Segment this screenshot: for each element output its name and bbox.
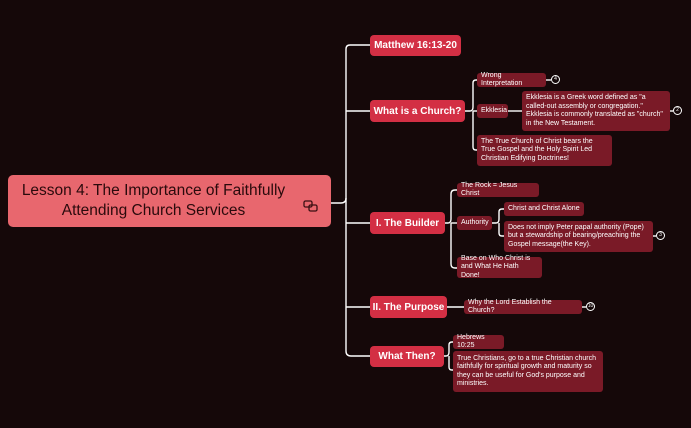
topic-what-is-church-label: What is a Church?: [373, 105, 462, 117]
subtopic-hebrews-label: Hebrews 10:25: [457, 333, 485, 350]
subtopic-ekklesia-definition[interactable]: Ekklesia is a Greek word defined as "a c…: [522, 91, 670, 131]
subtopic-not-imply[interactable]: Does not imply Peter papal authority (Po…: [504, 221, 653, 252]
subtopic-wrong-interpretation-label: Wrong Interpretation: [481, 71, 523, 88]
subtopic-why-establish[interactable]: Why the Lord Establish the Church?: [464, 298, 582, 315]
topic-what-then-label: What Then?: [378, 351, 436, 362]
subtopic-not-imply-text: Does not imply Peter papal authority (Po…: [508, 223, 644, 248]
subtopic-true-church-text: The True Church of Christ bears the True…: [481, 137, 593, 162]
subtopic-wrong-interpretation[interactable]: Wrong Interpretation: [477, 71, 546, 88]
subtopic-ekklesia[interactable]: Ekklesia: [477, 104, 508, 118]
subtopic-hebrews[interactable]: Hebrews 10:25: [453, 333, 504, 350]
subtopic-the-rock[interactable]: The Rock = Jesus Christ: [457, 181, 539, 198]
subtopic-authority-label: Authority: [461, 218, 489, 226]
linked-topics-icon[interactable]: [303, 199, 319, 212]
collapsed-count-badge[interactable]: 2: [673, 106, 682, 115]
subtopic-true-christians[interactable]: True Christians, go to a true Christian …: [453, 351, 603, 392]
topic-purpose[interactable]: II. The Purpose: [370, 296, 447, 318]
badge-count: 2: [676, 107, 679, 113]
badge-count: 3: [659, 232, 662, 238]
subtopic-ekklesia-label: Ekklesia: [481, 106, 508, 114]
topic-matthew[interactable]: Matthew 16:13-20: [370, 35, 461, 56]
topic-builder-label: I. The Builder: [375, 217, 440, 229]
subtopic-christ-alone-label: Christ and Christ Alone: [508, 204, 580, 212]
root-title: Lesson 4: The Importance of Faithfully A…: [21, 182, 286, 219]
collapsed-count-badge[interactable]: 3: [656, 231, 665, 240]
subtopic-base-on-christ[interactable]: Base on Who Christ is and What He Hath D…: [457, 254, 542, 279]
subtopic-base-on-christ-text: Base on Who Christ is and What He Hath D…: [461, 254, 531, 279]
subtopic-authority[interactable]: Authority: [457, 216, 492, 230]
collapsed-count-badge[interactable]: 10: [586, 302, 595, 311]
collapsed-count-badge[interactable]: 4: [551, 75, 560, 84]
topic-purpose-label: II. The Purpose: [372, 301, 445, 313]
topic-matthew-label: Matthew 16:13-20: [374, 40, 457, 51]
topic-builder[interactable]: I. The Builder: [370, 212, 445, 234]
subtopic-why-establish-label: Why the Lord Establish the Church?: [468, 298, 552, 315]
subtopic-ekklesia-definition-text: Ekklesia is a Greek word defined as "a c…: [526, 94, 663, 127]
topic-what-then[interactable]: What Then?: [370, 346, 444, 367]
badge-count: 4: [554, 76, 557, 82]
subtopic-true-christians-text: True Christians, go to a true Christian …: [457, 354, 597, 388]
badge-count: 10: [587, 303, 594, 309]
root-topic[interactable]: Lesson 4: The Importance of Faithfully A…: [8, 175, 331, 227]
topic-what-is-church[interactable]: What is a Church?: [370, 100, 465, 122]
subtopic-the-rock-label: The Rock = Jesus Christ: [461, 181, 518, 198]
subtopic-christ-alone[interactable]: Christ and Christ Alone: [504, 202, 584, 216]
subtopic-true-church[interactable]: The True Church of Christ bears the True…: [477, 135, 612, 166]
